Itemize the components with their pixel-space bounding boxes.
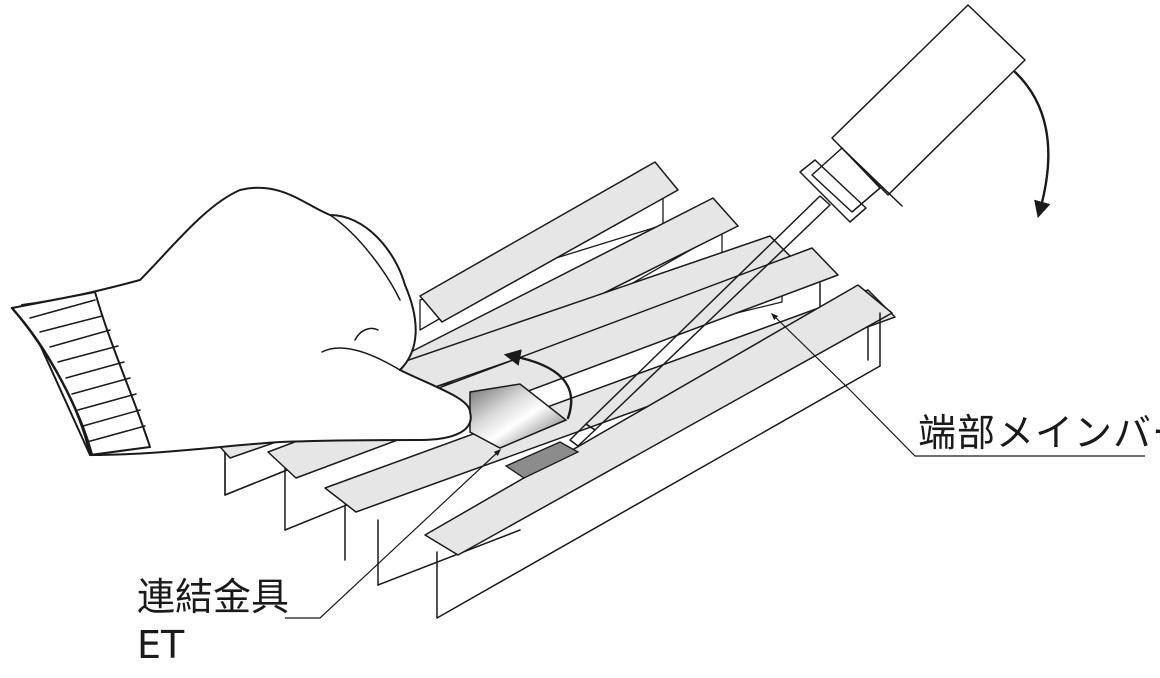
rotation-arrow-icon [1013,70,1051,219]
end-member-label: 端部メインバー [918,411,1160,455]
lift-arrow-icon [503,349,573,420]
leader-end-member [770,312,1145,457]
grating-bar-1 [419,161,679,331]
connector-code-label: ET [137,623,185,667]
screwdriver-icon [569,4,1026,447]
connector-label: 連結金具 [137,575,290,619]
glove-hand-icon [10,186,472,457]
leader-connector [285,449,502,619]
end-main-bar [424,284,893,619]
connector-fitting [469,383,580,479]
